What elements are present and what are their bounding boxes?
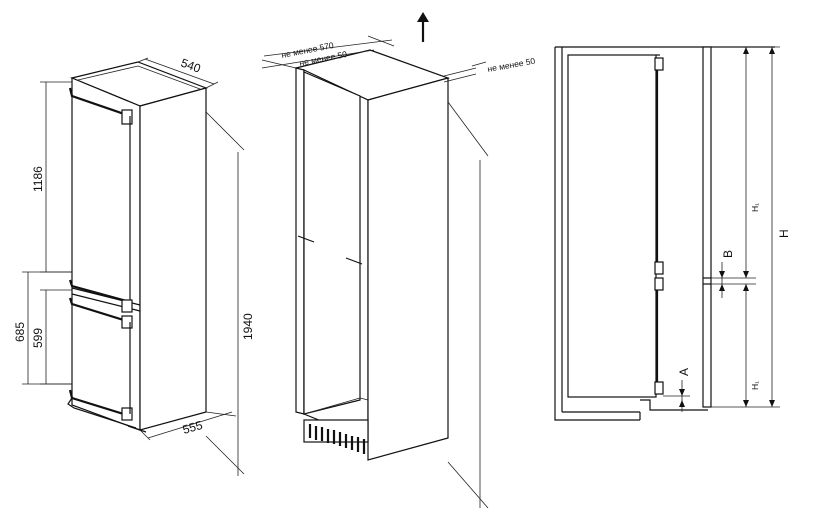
section-drawing <box>554 46 775 421</box>
total-h-label: H <box>777 229 791 238</box>
depth-top-label: 540 <box>179 56 203 76</box>
base-a-label: A <box>677 368 691 376</box>
vent-grille <box>303 419 369 454</box>
fridge-dimensions: 540 1186 685 599 1940 555 <box>13 56 255 476</box>
upper-height-label: 1186 <box>31 166 45 192</box>
total-height-label: 1940 <box>241 313 255 340</box>
depth-bottom-label: 555 <box>181 418 204 437</box>
lower-h1-label: H₁ <box>750 381 760 390</box>
gap-b-label: B <box>721 250 735 258</box>
lower-inner-height-label: 599 <box>31 328 45 348</box>
section-dimensions: H H₁ B H₁ A <box>663 46 791 412</box>
min-gap-side-label: не менее 50 <box>487 56 537 74</box>
refrigerator-drawing <box>67 61 208 433</box>
niche-drawing <box>294 12 489 509</box>
upper-h1-label: H₁ <box>750 203 760 212</box>
lower-outer-height-label: 685 <box>13 322 27 342</box>
